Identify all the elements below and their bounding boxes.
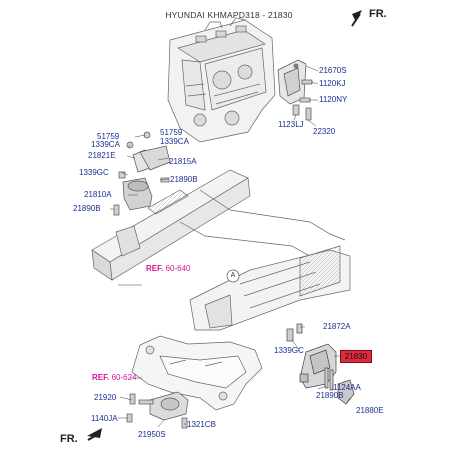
part-1140ja[interactable]: 1140JA <box>91 414 118 423</box>
reference-prefix: REF. <box>146 264 164 273</box>
part-21810a[interactable]: 21810A <box>84 190 112 199</box>
part-1339gc-top[interactable]: 1339GC <box>79 168 109 177</box>
part-21830-highlighted[interactable]: 21830 <box>340 350 372 363</box>
part-21920[interactable]: 21920 <box>94 393 117 402</box>
part-21950s[interactable]: 21950S <box>138 430 166 439</box>
lower-cradle-illustration <box>131 335 263 411</box>
diagram-title: HYUNDAI KHMAPD318 - 21830 <box>165 10 293 20</box>
left-mount-assembly <box>113 131 171 216</box>
part-21890b-top[interactable]: 21890B <box>170 175 198 184</box>
part-21670s[interactable]: 21670S <box>319 66 347 75</box>
part-1339gc-bottom[interactable]: 1339GC <box>274 346 304 355</box>
view-marker-circle <box>226 269 240 283</box>
reference-60-624[interactable]: REF. 60-624 <box>92 373 137 383</box>
part-21821e[interactable]: 21821E <box>88 151 116 160</box>
part-21890b-left[interactable]: 21890B <box>73 204 101 213</box>
part-51759-right[interactable]: 51759 <box>160 128 183 137</box>
part-1120ny[interactable]: 1120NY <box>319 95 348 104</box>
part-1339ca-left[interactable]: 1339CA <box>91 140 120 149</box>
subframe-illustration <box>91 169 351 331</box>
engine-bracket-21670s <box>277 59 313 121</box>
front-direction-label-bottom: FR. <box>60 433 78 445</box>
part-21880e[interactable]: 21880E <box>356 406 384 415</box>
reference-60-640[interactable]: REF. 60-640 <box>146 264 191 274</box>
front-direction-label-top: FR. <box>369 8 387 20</box>
reference-number: 60-624 <box>111 373 137 382</box>
part-1123lj[interactable]: 1123LJ <box>278 120 304 129</box>
part-21890b-bottom[interactable]: 21890B <box>316 391 344 400</box>
view-marker-label: A <box>230 272 236 279</box>
part-1321cb[interactable]: 1321CB <box>187 420 216 429</box>
part-21815a[interactable]: 21815A <box>169 157 197 166</box>
leader-lines <box>110 65 351 428</box>
part-22320[interactable]: 22320 <box>313 127 336 136</box>
reference-number: 60-640 <box>165 264 191 273</box>
bottom-mount-assembly <box>126 391 189 429</box>
part-1120kj[interactable]: 1120KJ <box>319 79 346 88</box>
part-1124aa[interactable]: 1124AA <box>333 383 361 392</box>
reference-prefix: REF. <box>92 373 110 382</box>
front-arrow-icon-top <box>351 10 362 27</box>
part-21872a[interactable]: 21872A <box>323 322 351 331</box>
front-arrow-icon-bottom <box>87 428 102 441</box>
engine-illustration <box>167 17 276 143</box>
part-51759-left[interactable]: 51759 <box>97 132 120 141</box>
part-1339ca-right[interactable]: 1339CA <box>160 137 189 146</box>
